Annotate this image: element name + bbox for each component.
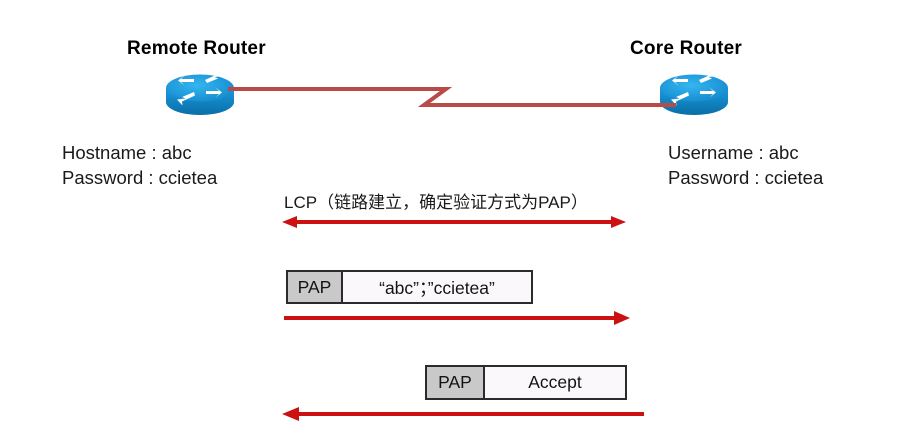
serial-link-line bbox=[228, 72, 676, 128]
pap-accept-payload: Accept bbox=[485, 367, 625, 398]
pap-credentials-payload: “abc”；”ccietea” bbox=[343, 272, 531, 302]
left-arrow-icon bbox=[282, 404, 644, 424]
router-icon bbox=[164, 68, 236, 120]
remote-router-title: Remote Router bbox=[127, 38, 266, 59]
router-icon bbox=[658, 68, 730, 120]
double-headed-arrow-icon bbox=[282, 212, 626, 232]
pap-protocol-tag: PAP bbox=[427, 367, 485, 398]
core-router-credentials: Username : abc Password : ccietea bbox=[668, 140, 823, 190]
pap-credentials-message-box: PAP “abc”；”ccietea” bbox=[286, 270, 533, 304]
remote-password-line: Password : ccietea bbox=[62, 167, 218, 188]
core-router-title: Core Router bbox=[630, 38, 742, 59]
remote-hostname-line: Hostname : abc bbox=[62, 142, 192, 163]
remote-router-credentials: Hostname : abc Password : ccietea bbox=[62, 140, 217, 190]
core-username-line: Username : abc bbox=[668, 142, 799, 163]
core-password-line: Password : ccietea bbox=[668, 167, 824, 188]
pap-protocol-tag: PAP bbox=[288, 272, 343, 302]
lcp-step-label: LCP（链路建立，确定验证方式为PAP） bbox=[284, 193, 588, 212]
right-arrow-icon bbox=[282, 308, 630, 328]
pap-accept-message-box: PAP Accept bbox=[425, 365, 627, 400]
